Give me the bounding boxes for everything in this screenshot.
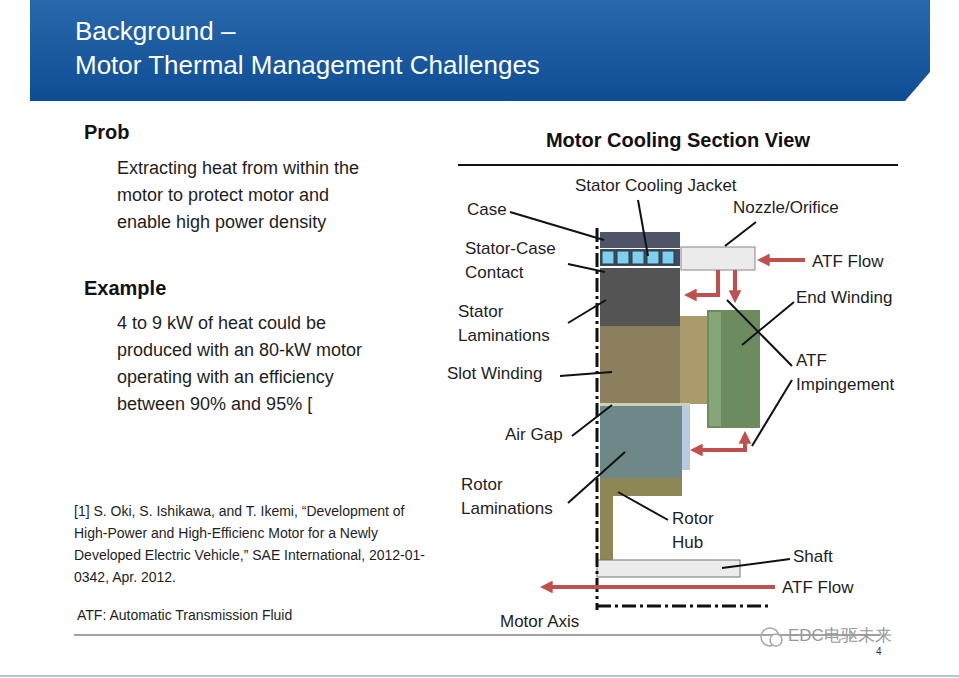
winding-extension [680,316,707,404]
stator-laminations [600,268,680,326]
motor-axis-line [596,228,599,610]
flow-arrow [545,585,775,589]
flow-arrow [689,270,718,295]
part-label: Rotor Laminations [461,473,571,521]
rotor-hub [600,478,682,560]
cooling-channel [662,251,674,264]
leader-line [727,300,792,366]
part-label: Stator Laminations [458,300,563,348]
leader-line [568,300,606,323]
flow-label: ATF Flow [812,251,883,273]
leader-line [568,452,625,503]
end-winding-shade [709,312,721,426]
leader-line [568,264,605,272]
slide-title: Background – Motor Thermal Management Ch… [75,14,635,82]
motor-section [597,228,772,610]
flow-label: ATF Flow [782,577,853,599]
axis-label: Motor Axis [500,611,579,633]
part-label: Stator Cooling Jacket [575,175,737,197]
leader-line [725,222,756,246]
leader-line [618,492,668,520]
title-spacer [275,14,635,44]
footnote: ATF: Automatic Transmission Fluid [77,605,292,625]
slide-title-text: Background – Motor Thermal Management Ch… [75,16,540,80]
cooling-channel [602,251,614,264]
cooling-channels [602,251,674,264]
rotor-end-plate [682,406,690,470]
heading: Prob [84,119,130,145]
part-label: Rotor Hub [672,507,727,555]
footer-rule [74,635,880,636]
page-number: 4 [876,646,882,658]
case [600,232,680,248]
part-label: Case [467,199,507,221]
cooling-channel [647,251,659,264]
watermark: EDC电驱未来 [788,625,892,647]
reference: [1] S. Oki, S. Ishikawa, and T. Ikemi, “… [74,500,439,588]
leader-line [722,559,790,568]
axis-line [597,605,772,608]
header-band [30,0,930,101]
shaft [597,560,740,577]
end-winding [707,310,760,428]
leader-line [560,372,612,376]
nozzle [681,247,755,270]
cooling-channel [632,251,644,264]
cooling-channel [617,251,629,264]
air-gap [600,403,690,406]
slot-winding [600,326,680,403]
leader-line [572,405,612,436]
body-text: Extracting heat from within the motor to… [117,155,379,236]
flow-arrow [695,448,745,452]
part-label: Shaft [793,546,833,568]
flow-arrow [762,258,805,262]
cooling-jacket [600,249,680,266]
slide-edge [0,675,959,677]
flow-arrow [733,270,737,298]
part-label: Slot Winding [447,363,542,385]
part-label: Air Gap [505,424,563,446]
leader-line [752,380,792,446]
part-label: Nozzle/Orifice [733,197,839,219]
body-text: 4 to 9 kW of heat could be produced with… [117,310,379,418]
heading-rule [458,164,898,166]
section-heading: Motor Cooling Section View [458,127,898,153]
part-label: Stator-Case Contact [465,237,570,285]
flow-label: ATF Impingement [796,349,914,397]
atf-arrows [545,260,805,587]
leader-line [510,212,604,240]
part-label: End Winding [796,287,892,309]
rotor-laminations [600,406,682,478]
watermark-icon [761,628,782,646]
heading: Example [84,275,166,301]
leader-line [638,200,648,256]
